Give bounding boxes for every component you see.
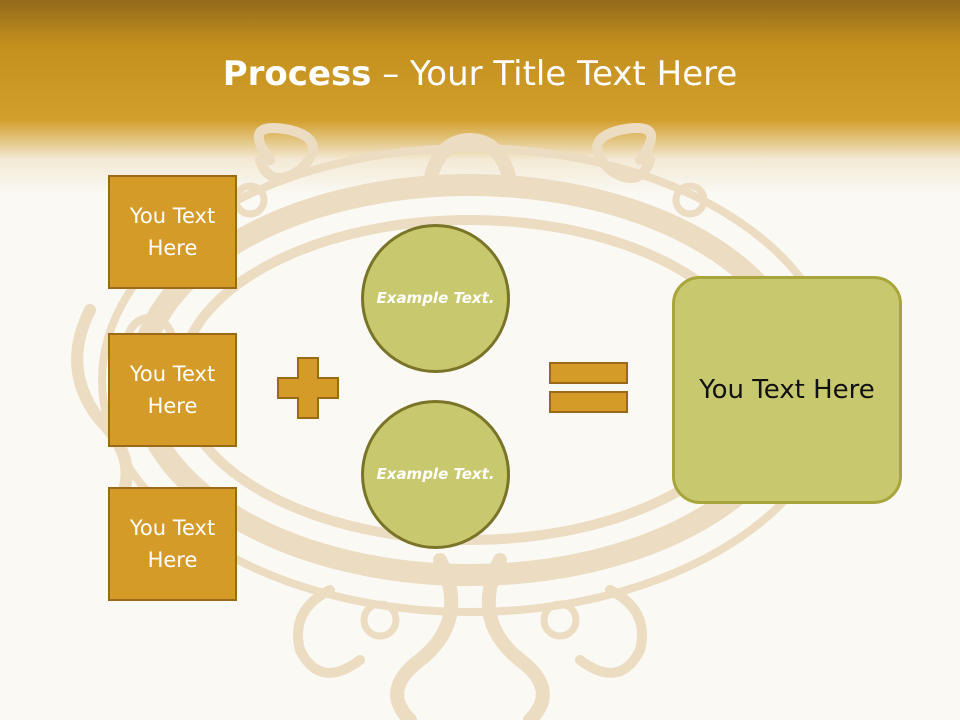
equals-icon xyxy=(549,362,628,413)
example-circle-2: Example Text. xyxy=(361,400,510,549)
header-band xyxy=(0,0,960,195)
input-box-1: You Text Here xyxy=(108,175,237,289)
input-box-3: You Text Here xyxy=(108,487,237,601)
example-circle-1: Example Text. xyxy=(361,224,510,373)
plus-icon xyxy=(277,357,339,419)
input-box-2: You Text Here xyxy=(108,333,237,447)
result-box: You Text Here xyxy=(672,276,902,504)
slide-title: Process – Your Title Text Here xyxy=(0,52,960,96)
title-rest: – Your Title Text Here xyxy=(371,54,738,94)
title-bold: Process xyxy=(222,54,372,94)
